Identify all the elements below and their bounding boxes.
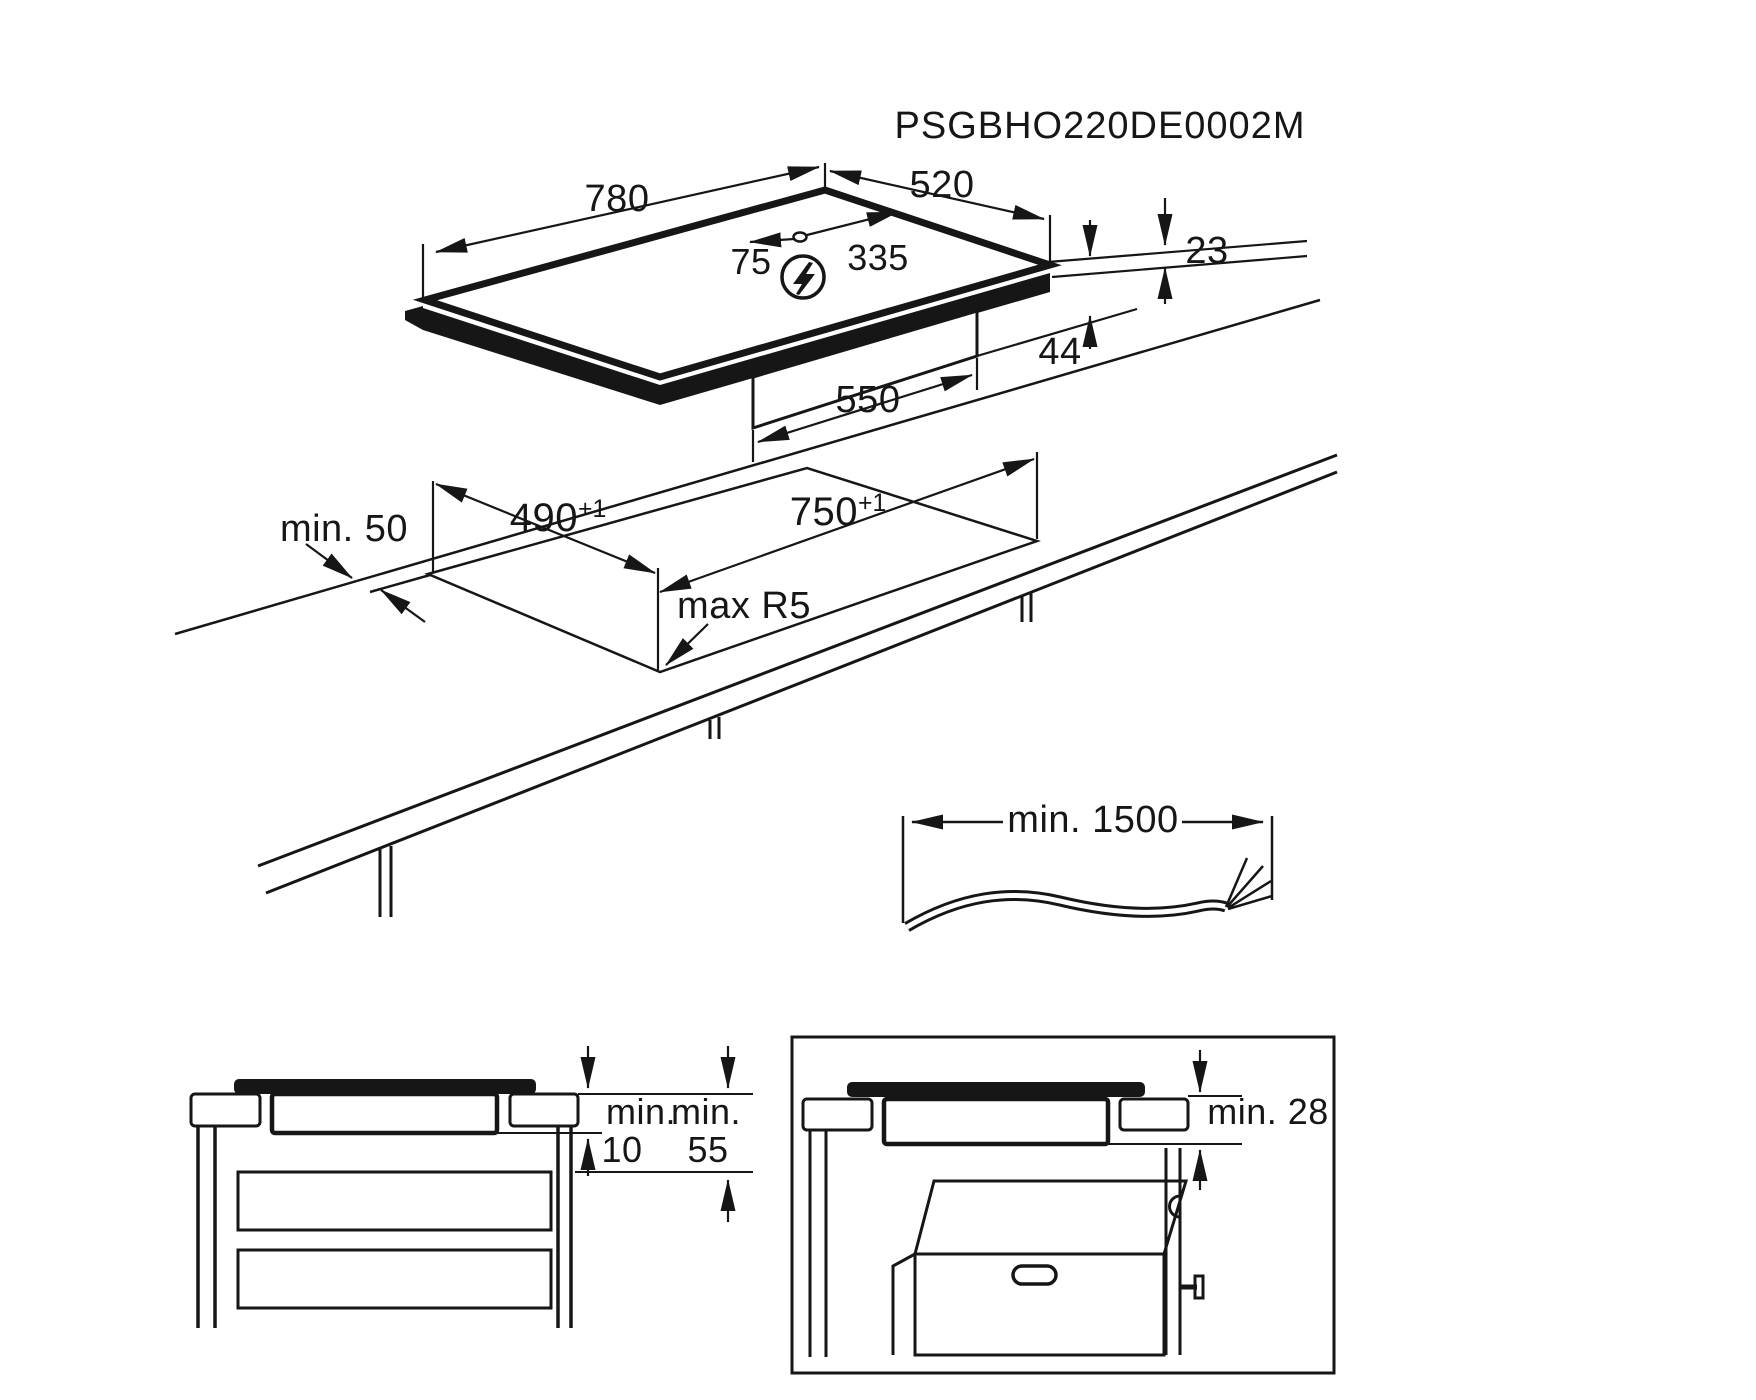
hob-tub-section — [269, 1091, 500, 1136]
dim-44-label: 44 — [1038, 331, 1082, 373]
hob-body-corner-step — [405, 306, 423, 330]
oven-left-side — [891, 1252, 916, 1355]
worktop-left-section — [189, 1092, 262, 1128]
dim-550-label: 550 — [835, 379, 901, 421]
oven-section-drawing — [790, 1035, 1336, 1375]
dim-490-tolerance: +1 — [577, 495, 607, 523]
dim-min55-word: min. — [670, 1091, 742, 1132]
dim-750-line — [659, 457, 1035, 594]
dim-min50-arrow-2 — [380, 589, 426, 623]
dim-min50-arrow-1 — [305, 543, 353, 579]
dim-335-label: 335 — [847, 237, 909, 278]
dim-min10-value: 10 — [601, 1129, 643, 1170]
worktop-right-section-2 — [1118, 1097, 1190, 1132]
worktop-cutout-drawing — [174, 298, 1338, 917]
hob-tub-section-2 — [881, 1096, 1111, 1147]
corner-radius-label: max R5 — [677, 585, 811, 627]
dim-490-label: 490+1 — [509, 495, 607, 541]
model-number: PSGBHO220DE0002M — [894, 105, 1306, 147]
dim-min55-value: 55 — [687, 1129, 729, 1170]
dim-750-tolerance: +1 — [857, 489, 887, 517]
cabinet-leg-left — [378, 846, 393, 917]
mains-cable-drawing — [901, 814, 1274, 932]
oven-front — [913, 1252, 1166, 1357]
lightning-icon — [780, 254, 826, 300]
knob-cap — [1193, 1274, 1205, 1300]
dim-75-line — [749, 232, 795, 248]
corner-radius-leader — [665, 623, 709, 666]
worktop-right-section — [508, 1092, 580, 1128]
dim-23-label: 23 — [1185, 230, 1229, 272]
cabinet-front-edge-top — [257, 453, 1338, 868]
panel-border — [790, 1035, 1336, 1375]
drawer-1 — [236, 1170, 553, 1232]
housing-extension-line — [976, 307, 1138, 358]
hob-glass-section — [234, 1079, 536, 1094]
cabinet-front-edge-bottom — [265, 470, 1338, 895]
hob-glass-section-2 — [847, 1082, 1145, 1097]
drawer-section-drawing — [189, 1046, 753, 1328]
dim-75-label: 75 — [730, 241, 772, 282]
dim-min28-label: min. 28 — [1207, 1091, 1329, 1132]
cable-core — [905, 892, 1227, 930]
dim-520-line — [829, 169, 1045, 221]
oven-handle — [1011, 1264, 1058, 1286]
hinge-bump — [1168, 1194, 1181, 1219]
dim-780-line — [435, 165, 820, 254]
cabinet-leg-right — [1020, 592, 1033, 622]
cabinet-side-right-2 — [1164, 1148, 1182, 1355]
hob-body-right — [660, 273, 1050, 405]
dim-550-line — [757, 373, 973, 444]
dim-780-label: 780 — [584, 178, 650, 220]
dim-490-line — [435, 482, 656, 575]
cable-wire-ends — [1224, 857, 1273, 911]
cabinet-side-left — [196, 1126, 217, 1328]
dim-min10-word: min. — [605, 1091, 677, 1132]
dim-1500-label: min. 1500 — [1007, 799, 1179, 841]
hob-isometric-drawing — [405, 163, 1308, 462]
cabinet-leg-middle — [708, 717, 721, 739]
dim-750-label: 750+1 — [789, 489, 887, 535]
dim-520-label: 520 — [909, 164, 975, 206]
drawer-2 — [236, 1248, 553, 1310]
worktop-left-section-2 — [801, 1097, 874, 1132]
hob-body-left — [423, 308, 660, 405]
dim-min50-label: min. 50 — [279, 508, 409, 550]
mains-entry-hole — [792, 231, 808, 243]
dim-335-line — [806, 210, 899, 237]
oven-top — [913, 1179, 1189, 1256]
cabinet-side-right — [556, 1126, 573, 1328]
cabinet-side-left-2 — [808, 1130, 828, 1357]
